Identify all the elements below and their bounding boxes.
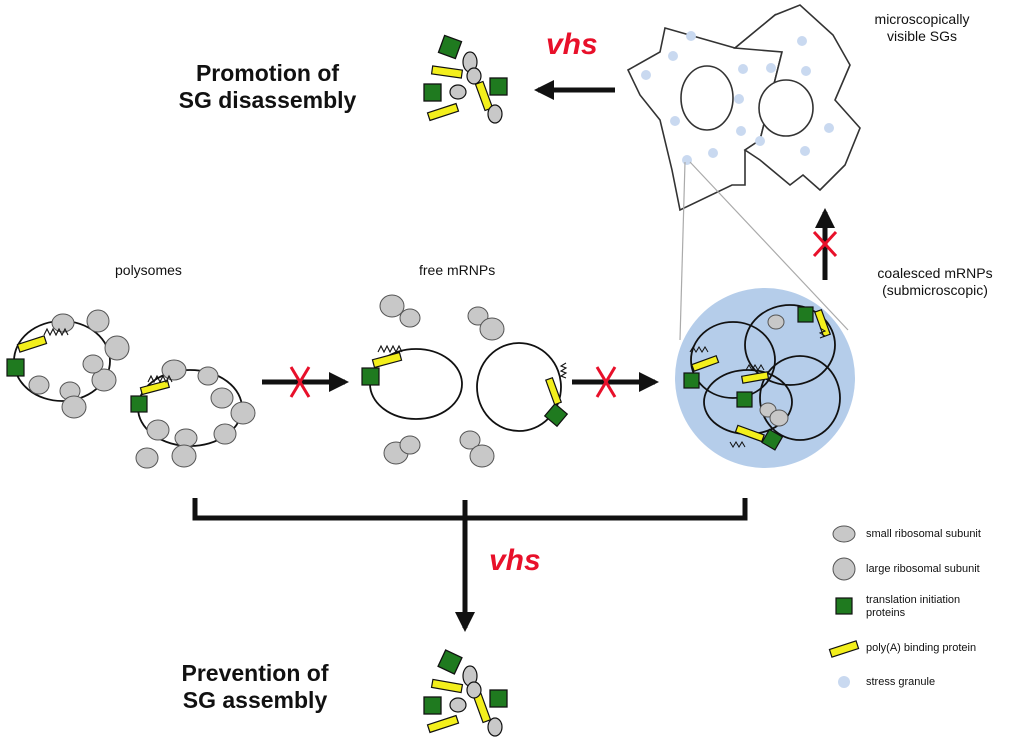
dispersed-cluster-bottom bbox=[423, 649, 508, 737]
legend-small-subunit-label: small ribosomal subunit bbox=[866, 528, 981, 540]
red-x-icon bbox=[812, 230, 838, 258]
prevention-title-line1: Prevention of bbox=[181, 660, 329, 686]
prevention-title-line2: SG assembly bbox=[182, 687, 328, 713]
visible-sgs-line2: visible SGs bbox=[886, 28, 958, 44]
legend-stress-granule-label: stress granule bbox=[866, 676, 936, 688]
bracket bbox=[192, 498, 748, 521]
coalesced-line2: (submicroscopic) bbox=[882, 282, 988, 298]
legend-symbols bbox=[828, 525, 860, 688]
cells-with-visible-sgs bbox=[626, 4, 861, 212]
polysomes-group bbox=[6, 309, 256, 469]
vhs-label-bottom: vhs bbox=[489, 544, 541, 577]
nucleus-left bbox=[680, 65, 734, 131]
vhs-label-top: vhs bbox=[546, 28, 598, 61]
zoom-line-left bbox=[679, 161, 686, 341]
prevention-title: Prevention of SG assembly bbox=[150, 660, 360, 714]
disassembly-title-line1: Promotion of bbox=[195, 60, 340, 86]
free-mrnps-label: free mRNPs bbox=[419, 262, 496, 278]
legend-large-subunit-icon bbox=[832, 557, 856, 581]
legend-initiation-line1: translation initiation bbox=[866, 594, 961, 606]
coalesced-mrnps-group bbox=[675, 288, 855, 468]
legend-pabp-icon bbox=[828, 640, 860, 658]
legend-stress-granule-icon bbox=[838, 676, 850, 688]
visible-sgs-line1: microscopically bbox=[874, 11, 970, 27]
nucleus-right bbox=[758, 79, 814, 137]
dispersed-cluster-top bbox=[423, 34, 508, 124]
disassembly-title: Promotion of SG disassembly bbox=[160, 60, 375, 114]
legend-initiation-icon bbox=[835, 597, 853, 615]
zoom-line-right bbox=[689, 161, 849, 331]
disassembly-title-line2: SG disassembly bbox=[178, 87, 357, 113]
red-x-icon bbox=[289, 366, 311, 398]
legend-initiation-line2: proteins bbox=[866, 607, 906, 619]
free-mrnps-group bbox=[361, 294, 569, 468]
red-x-icon bbox=[595, 366, 617, 398]
polysomes-label: polysomes bbox=[115, 262, 182, 278]
stress-granule-dots bbox=[641, 31, 834, 165]
legend-pabp-label: poly(A) binding protein bbox=[866, 642, 977, 654]
visible-sgs-label: microscopically visible SGs bbox=[857, 11, 987, 45]
coalesced-label: coalesced mRNPs (submicroscopic) bbox=[860, 265, 1010, 299]
legend-initiation-label: translation initiation proteins bbox=[866, 594, 960, 620]
coalesced-line1: coalesced mRNPs bbox=[877, 265, 993, 281]
legend-small-subunit-icon bbox=[832, 525, 856, 543]
legend-large-subunit-label: large ribosomal subunit bbox=[866, 563, 980, 575]
